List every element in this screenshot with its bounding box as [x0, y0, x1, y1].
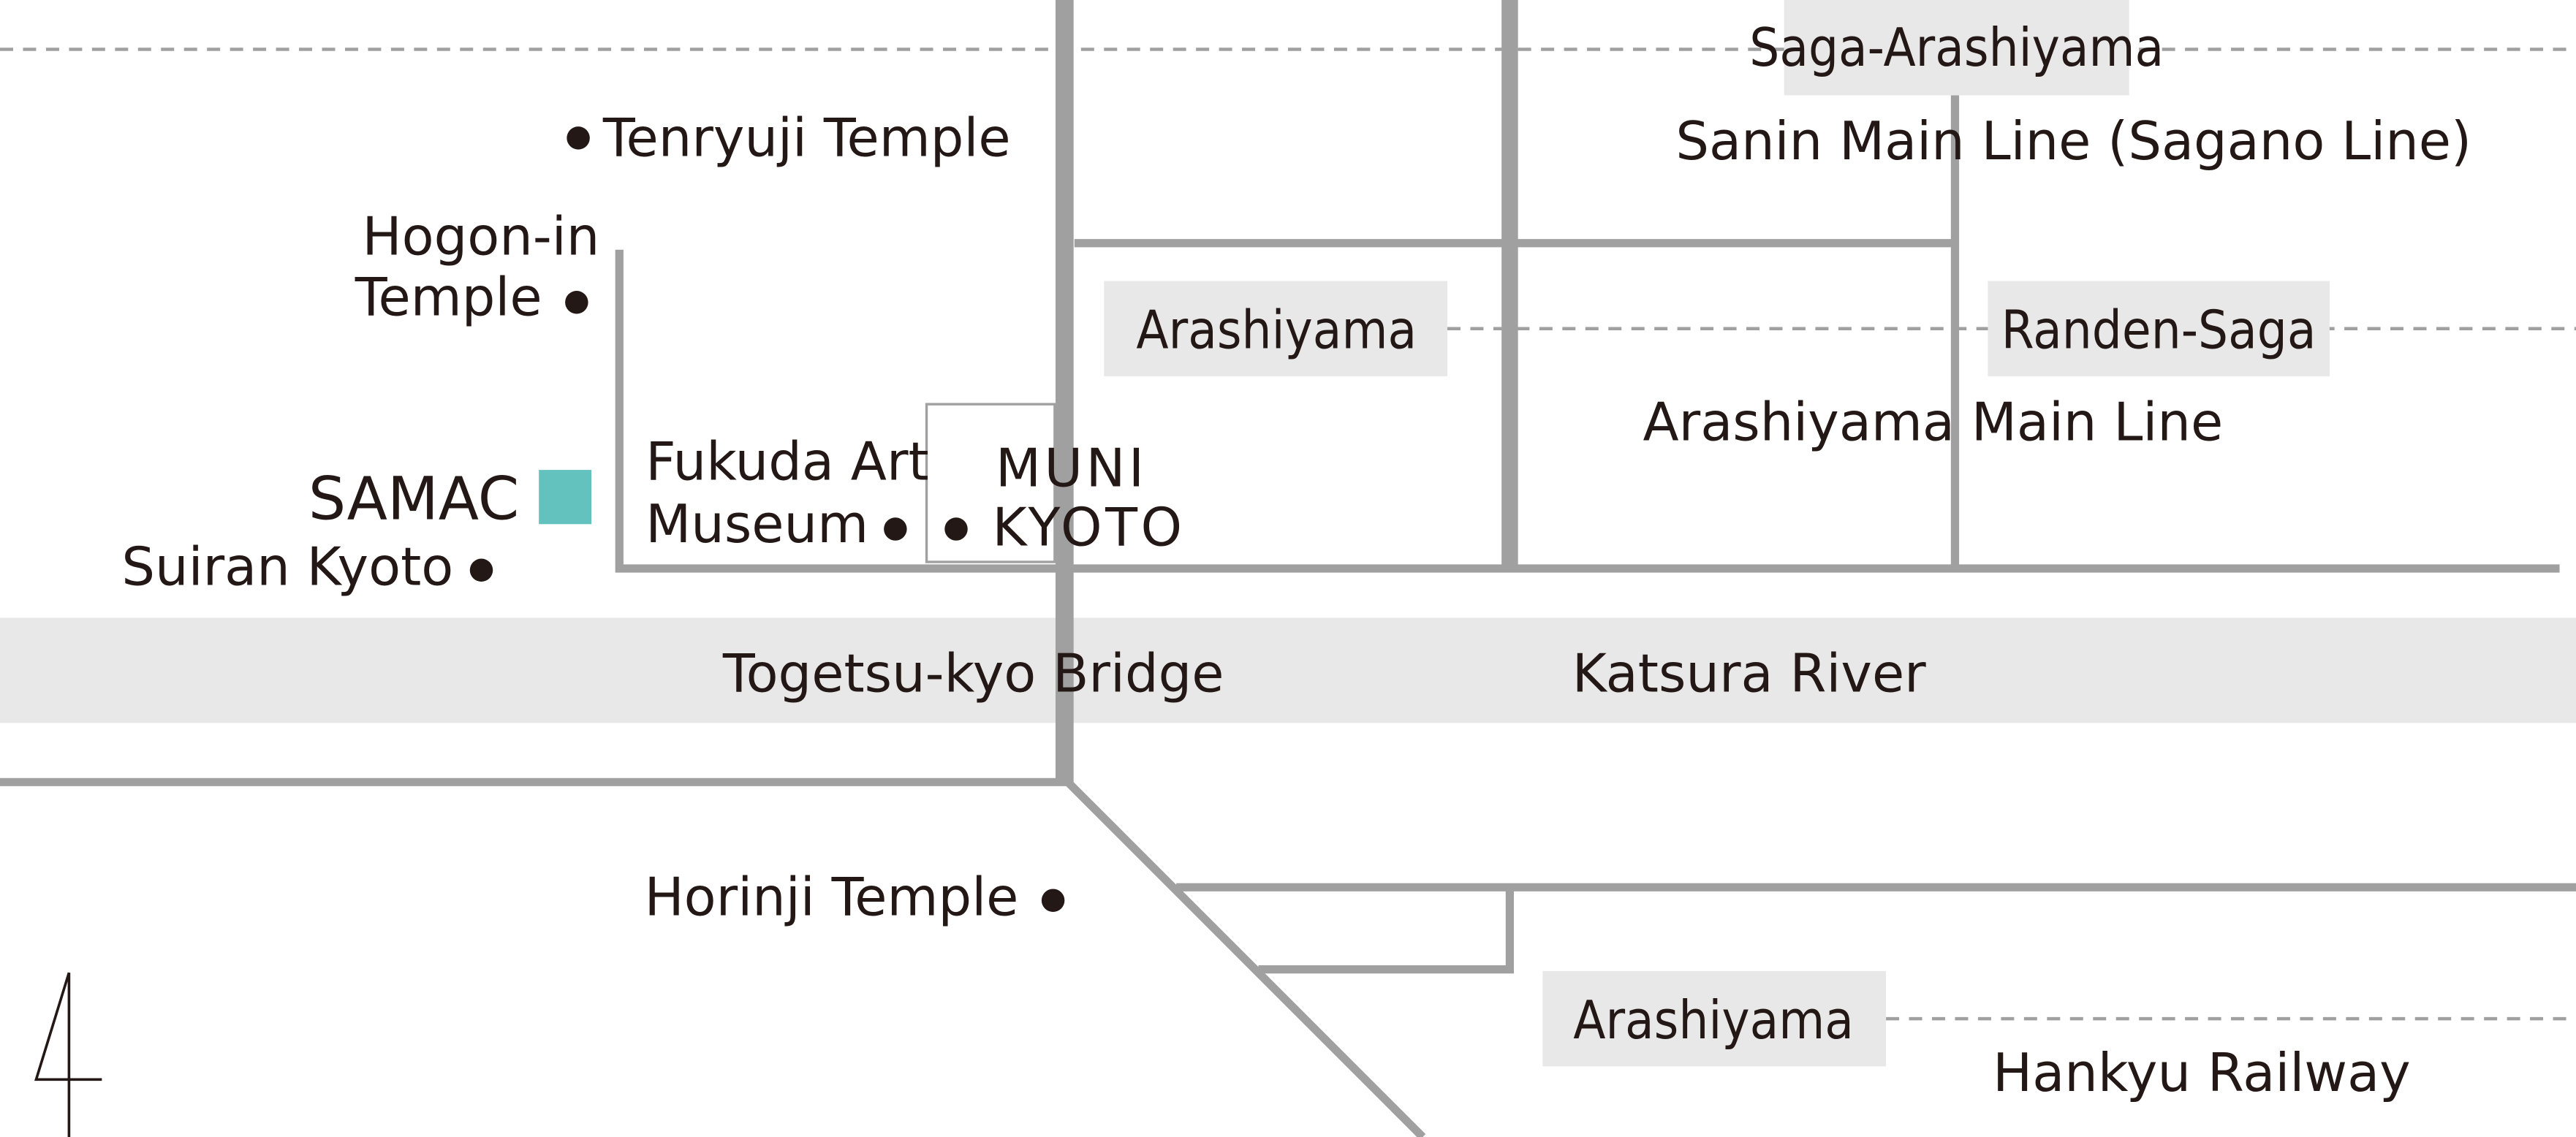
hogon-in-dot	[565, 290, 588, 314]
samac-label[interactable]: SAMAC	[308, 465, 519, 534]
hogon-in-label[interactable]: Hogon-in	[363, 206, 600, 267]
svg-text:Randen-Saga: Randen-Saga	[2001, 300, 2316, 361]
tenryuji-label[interactable]: Tenryuji Temple	[602, 107, 1011, 169]
station-randen-arashiyama[interactable]: Arashiyama	[1104, 281, 1448, 376]
muni-label-2[interactable]: KYOTO	[992, 497, 1185, 558]
muni-dot	[944, 517, 968, 541]
river-label: Katsura River	[1572, 643, 1926, 704]
svg-text:Arashiyama: Arashiyama	[1136, 300, 1417, 361]
station-randen-saga[interactable]: Randen-Saga	[1988, 281, 2330, 376]
road	[0, 777, 1426, 1137]
road	[1258, 887, 1515, 974]
hankyu-railway-label: Hankyu Railway	[1993, 1042, 2411, 1103]
north-arrow-icon	[34, 972, 102, 1137]
muni-label[interactable]: MUNI	[996, 438, 1148, 499]
fukuda-label-2[interactable]: Museum	[645, 493, 868, 555]
station-saga-arashiyama[interactable]: Saga-Arashiyama	[1749, 0, 2164, 96]
svg-text:Arashiyama: Arashiyama	[1573, 989, 1854, 1051]
sanin-line-label: Sanin Main Line (Sagano Line)	[1675, 110, 2471, 172]
fukuda-label[interactable]: Fukuda Art	[645, 431, 929, 493]
samac-marker	[539, 470, 592, 525]
tenryuji-dot	[567, 126, 590, 150]
horinji-dot	[1041, 889, 1065, 912]
arashiyama-main-line-label: Arashiyama Main Line	[1643, 392, 2223, 453]
katsura-river	[0, 617, 2576, 723]
horinji-label[interactable]: Horinji Temple	[645, 866, 1019, 927]
bridge-label: Togetsu-kyo Bridge	[722, 643, 1224, 704]
fukuda-dot	[884, 517, 907, 541]
suiran-label[interactable]: Suiran Kyoto	[121, 536, 453, 597]
muni-kyoto-building	[925, 403, 1056, 563]
road	[615, 249, 2560, 573]
station-hankyu-arashiyama[interactable]: Arashiyama	[1542, 970, 1887, 1067]
suiran-dot	[469, 558, 493, 582]
svg-text:Saga-Arashiyama: Saga-Arashiyama	[1749, 17, 2164, 78]
hogon-in-label-2[interactable]: Temple	[355, 267, 542, 328]
